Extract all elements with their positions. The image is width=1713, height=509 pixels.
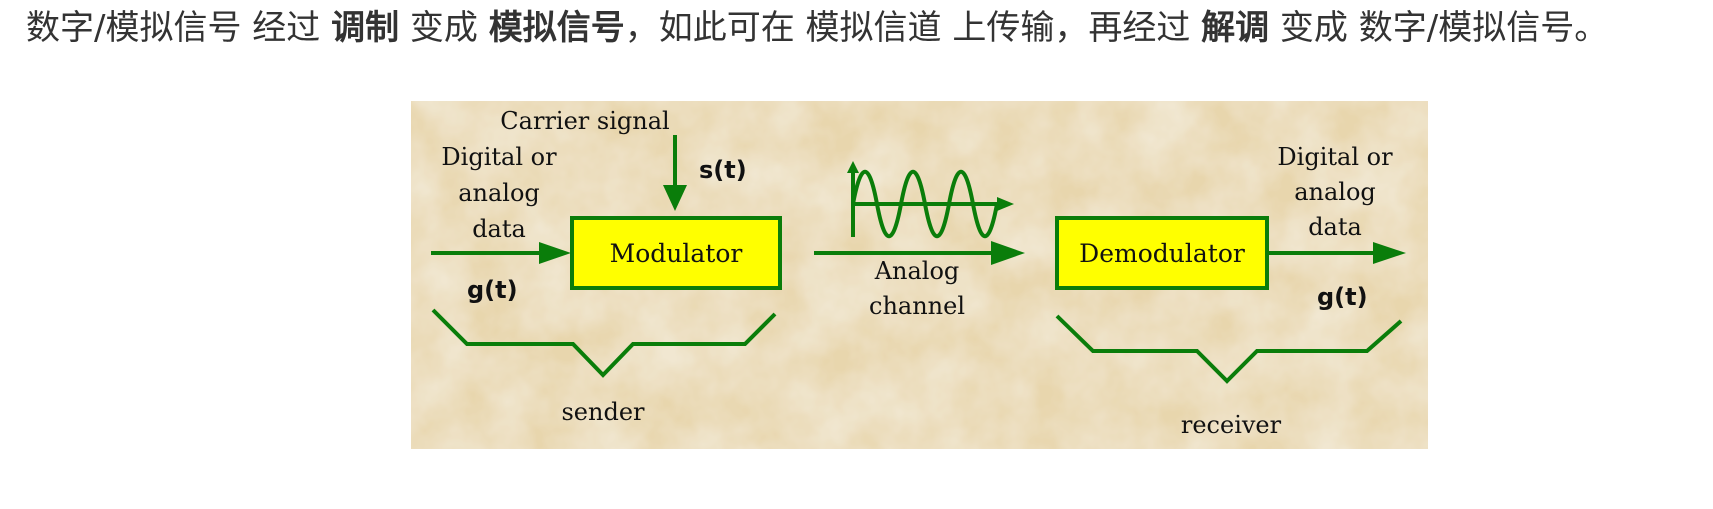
demodulator-label: Demodulator xyxy=(1079,239,1245,268)
caption-bold-modulation: 调制 xyxy=(331,8,400,48)
wave-axis-vertical-head xyxy=(847,161,859,173)
caption-part-4: 变成 数字/模拟信号。 xyxy=(1269,8,1609,48)
carrier-symbol: s(t) xyxy=(699,156,747,184)
caption-part-1: 数字/模拟信号 经过 xyxy=(26,8,332,48)
modulator-label: Modulator xyxy=(610,239,743,268)
output-label-line-1: Digital or xyxy=(1277,143,1393,171)
channel-label-line-1: Analog xyxy=(874,257,960,285)
input-label-line-2: analog xyxy=(458,179,540,207)
carrier-arrowhead xyxy=(663,185,687,211)
wave-axis-horizontal-head xyxy=(997,197,1014,211)
caption-bold-demodulation: 解调 xyxy=(1201,8,1270,48)
input-label-line-3: data xyxy=(472,215,526,243)
input-label-line-1: Digital or xyxy=(441,143,557,171)
input-symbol: g(t) xyxy=(467,276,518,304)
carrier-signal-label: Carrier signal xyxy=(500,107,669,135)
caption-part-2: 变成 xyxy=(399,8,489,48)
carrier-waveform xyxy=(851,169,999,239)
diagram-canvas: Carrier signal s(t) Digital or analog da… xyxy=(411,101,1428,449)
output-arrowhead xyxy=(1373,242,1406,264)
modulation-diagram: Carrier signal s(t) Digital or analog da… xyxy=(411,101,1428,449)
output-symbol: g(t) xyxy=(1317,283,1368,311)
output-label-line-3: data xyxy=(1308,213,1362,241)
caption-text: 数字/模拟信号 经过 调制 变成 模拟信号，如此可在 模拟信道 上传输，再经过 … xyxy=(26,0,1706,56)
sender-label: sender xyxy=(561,398,645,426)
sender-brace xyxy=(431,308,777,378)
receiver-label: receiver xyxy=(1181,411,1282,439)
caption-bold-analog-signal: 模拟信号 xyxy=(488,8,625,48)
channel-arrowhead xyxy=(991,241,1025,265)
receiver-brace xyxy=(1055,314,1403,384)
input-arrowhead xyxy=(539,242,571,264)
channel-label-line-2: channel xyxy=(869,292,965,320)
modulator-box xyxy=(570,216,782,290)
output-label-line-2: analog xyxy=(1294,178,1376,206)
caption-part-3: ，如此可在 模拟信道 上传输，再经过 xyxy=(624,8,1202,48)
